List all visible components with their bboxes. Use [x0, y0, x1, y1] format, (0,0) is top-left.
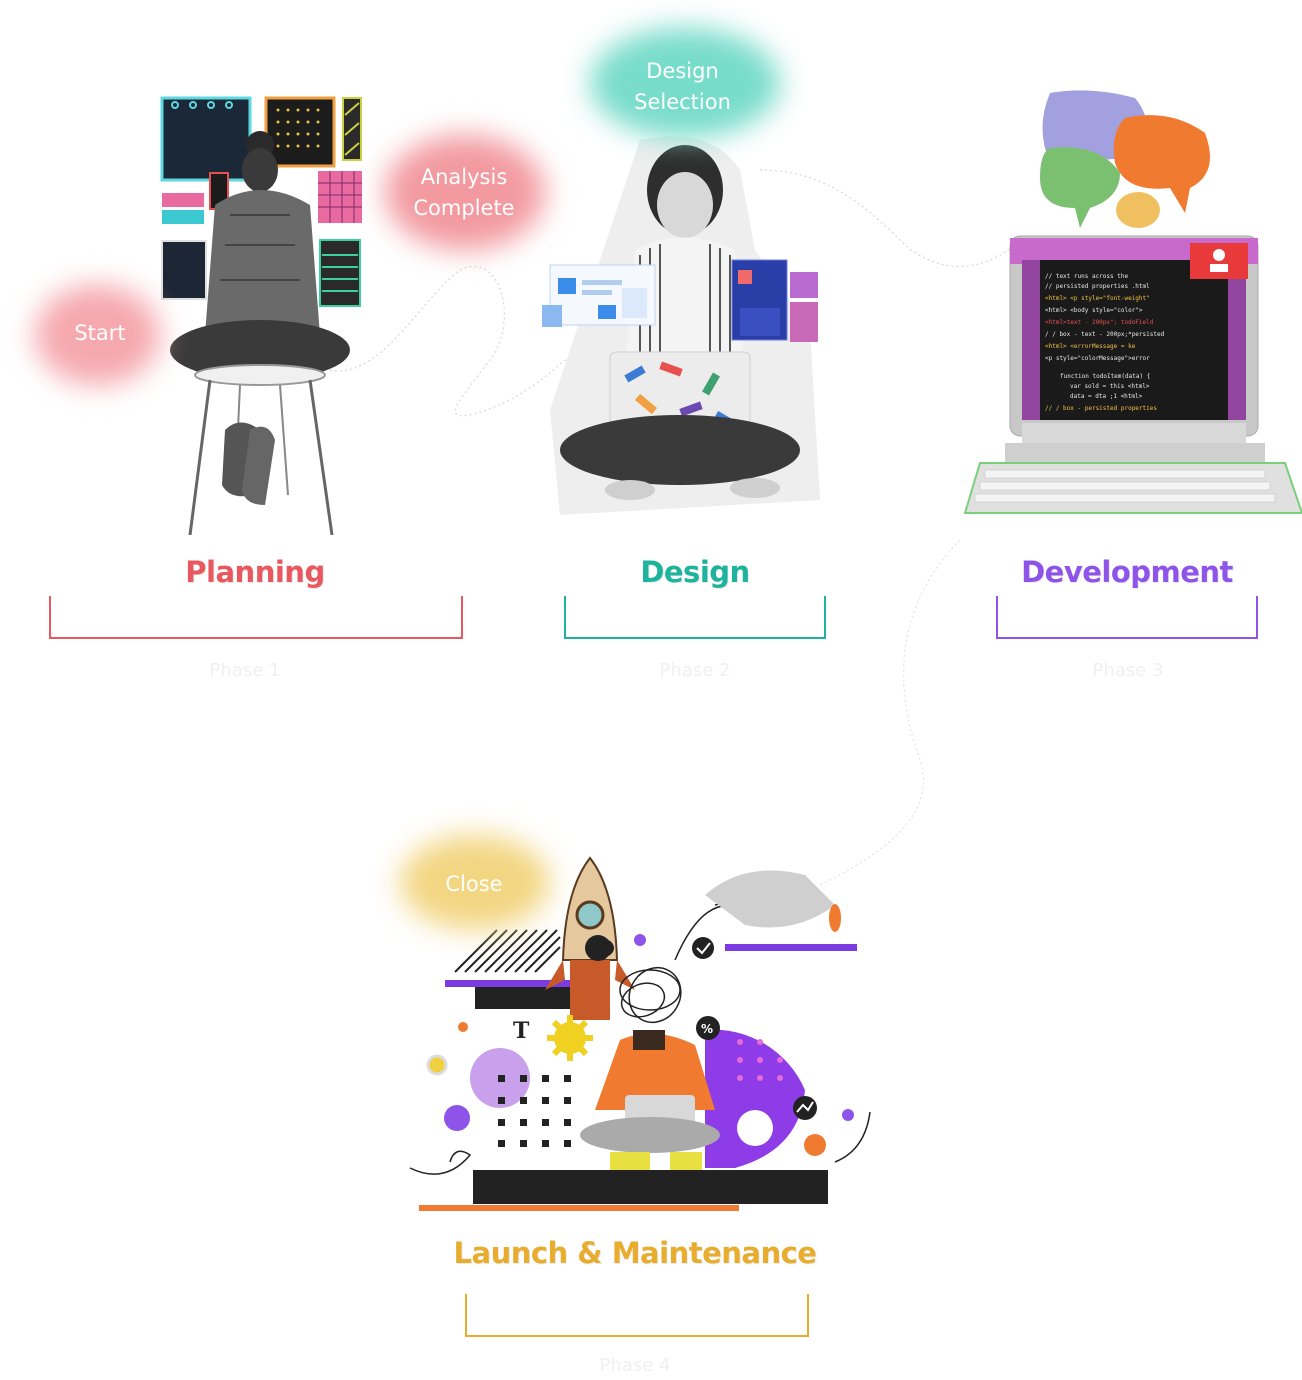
svg-text:<html> <errorMessage = ke: <html> <errorMessage = ke [1045, 343, 1136, 350]
phase-title-design: Design [640, 555, 750, 589]
start-badge: Start [74, 321, 126, 345]
phase-subtitle-planning: Phase 1 [209, 660, 281, 681]
analysis-badge: Analysis Complete [413, 165, 515, 220]
svg-text:function todoItem(data) {: function todoItem(data) { [1060, 373, 1150, 380]
svg-text:<p style="colorMessage">error: <p style="colorMessage">error [1045, 355, 1150, 362]
development-bracket [996, 596, 1258, 639]
launch-bracket [465, 1294, 809, 1337]
svg-text:var sold = this <html>: var sold = this <html> [1070, 383, 1150, 390]
svg-text:%: % [701, 1022, 713, 1036]
start-glow [35, 285, 160, 385]
analysis-glow [385, 135, 545, 250]
phase-title-planning: Planning [185, 555, 325, 589]
design-bracket [564, 596, 826, 639]
svg-text:<html>text - 200px"; todoField: <html>text - 200px"; todoField [1045, 319, 1154, 326]
selection-glow [590, 28, 780, 138]
phase-title-launch: Launch & Maintenance [453, 1236, 817, 1270]
development-illustration: // text runs across the // persisted pro… [960, 88, 1302, 520]
svg-text:T: T [513, 1018, 530, 1044]
phase-subtitle-launch: Phase 4 [599, 1355, 671, 1376]
close-glow [400, 835, 550, 930]
svg-text:// / box - persisted propertie: // / box - persisted properties [1045, 405, 1157, 412]
svg-text:data = dta ;1 <html>: data = dta ;1 <html> [1070, 393, 1143, 400]
svg-text:/ / box - text - 200px;*persis: / / box - text - 200px;*persisted [1045, 331, 1165, 338]
phase-subtitle-development: Phase 3 [1092, 660, 1164, 681]
svg-text:// text runs across the: // text runs across the [1045, 273, 1128, 280]
planning-illustration [160, 95, 370, 535]
close-badge: Close [445, 872, 503, 896]
svg-text:// persisted properties .html: // persisted properties .html [1045, 283, 1150, 290]
phase-subtitle-design: Phase 2 [659, 660, 731, 681]
launch-illustration: T [405, 850, 875, 1215]
phase-title-development: Development [1021, 555, 1233, 589]
design-illustration [540, 130, 830, 525]
svg-text:<html> <body style="color">: <html> <body style="color"> [1045, 307, 1143, 314]
planning-bracket [49, 596, 463, 639]
selection-badge: Design Selection [634, 59, 731, 114]
svg-text:<html> <p style="font-weight": <html> <p style="font-weight" [1045, 295, 1150, 302]
